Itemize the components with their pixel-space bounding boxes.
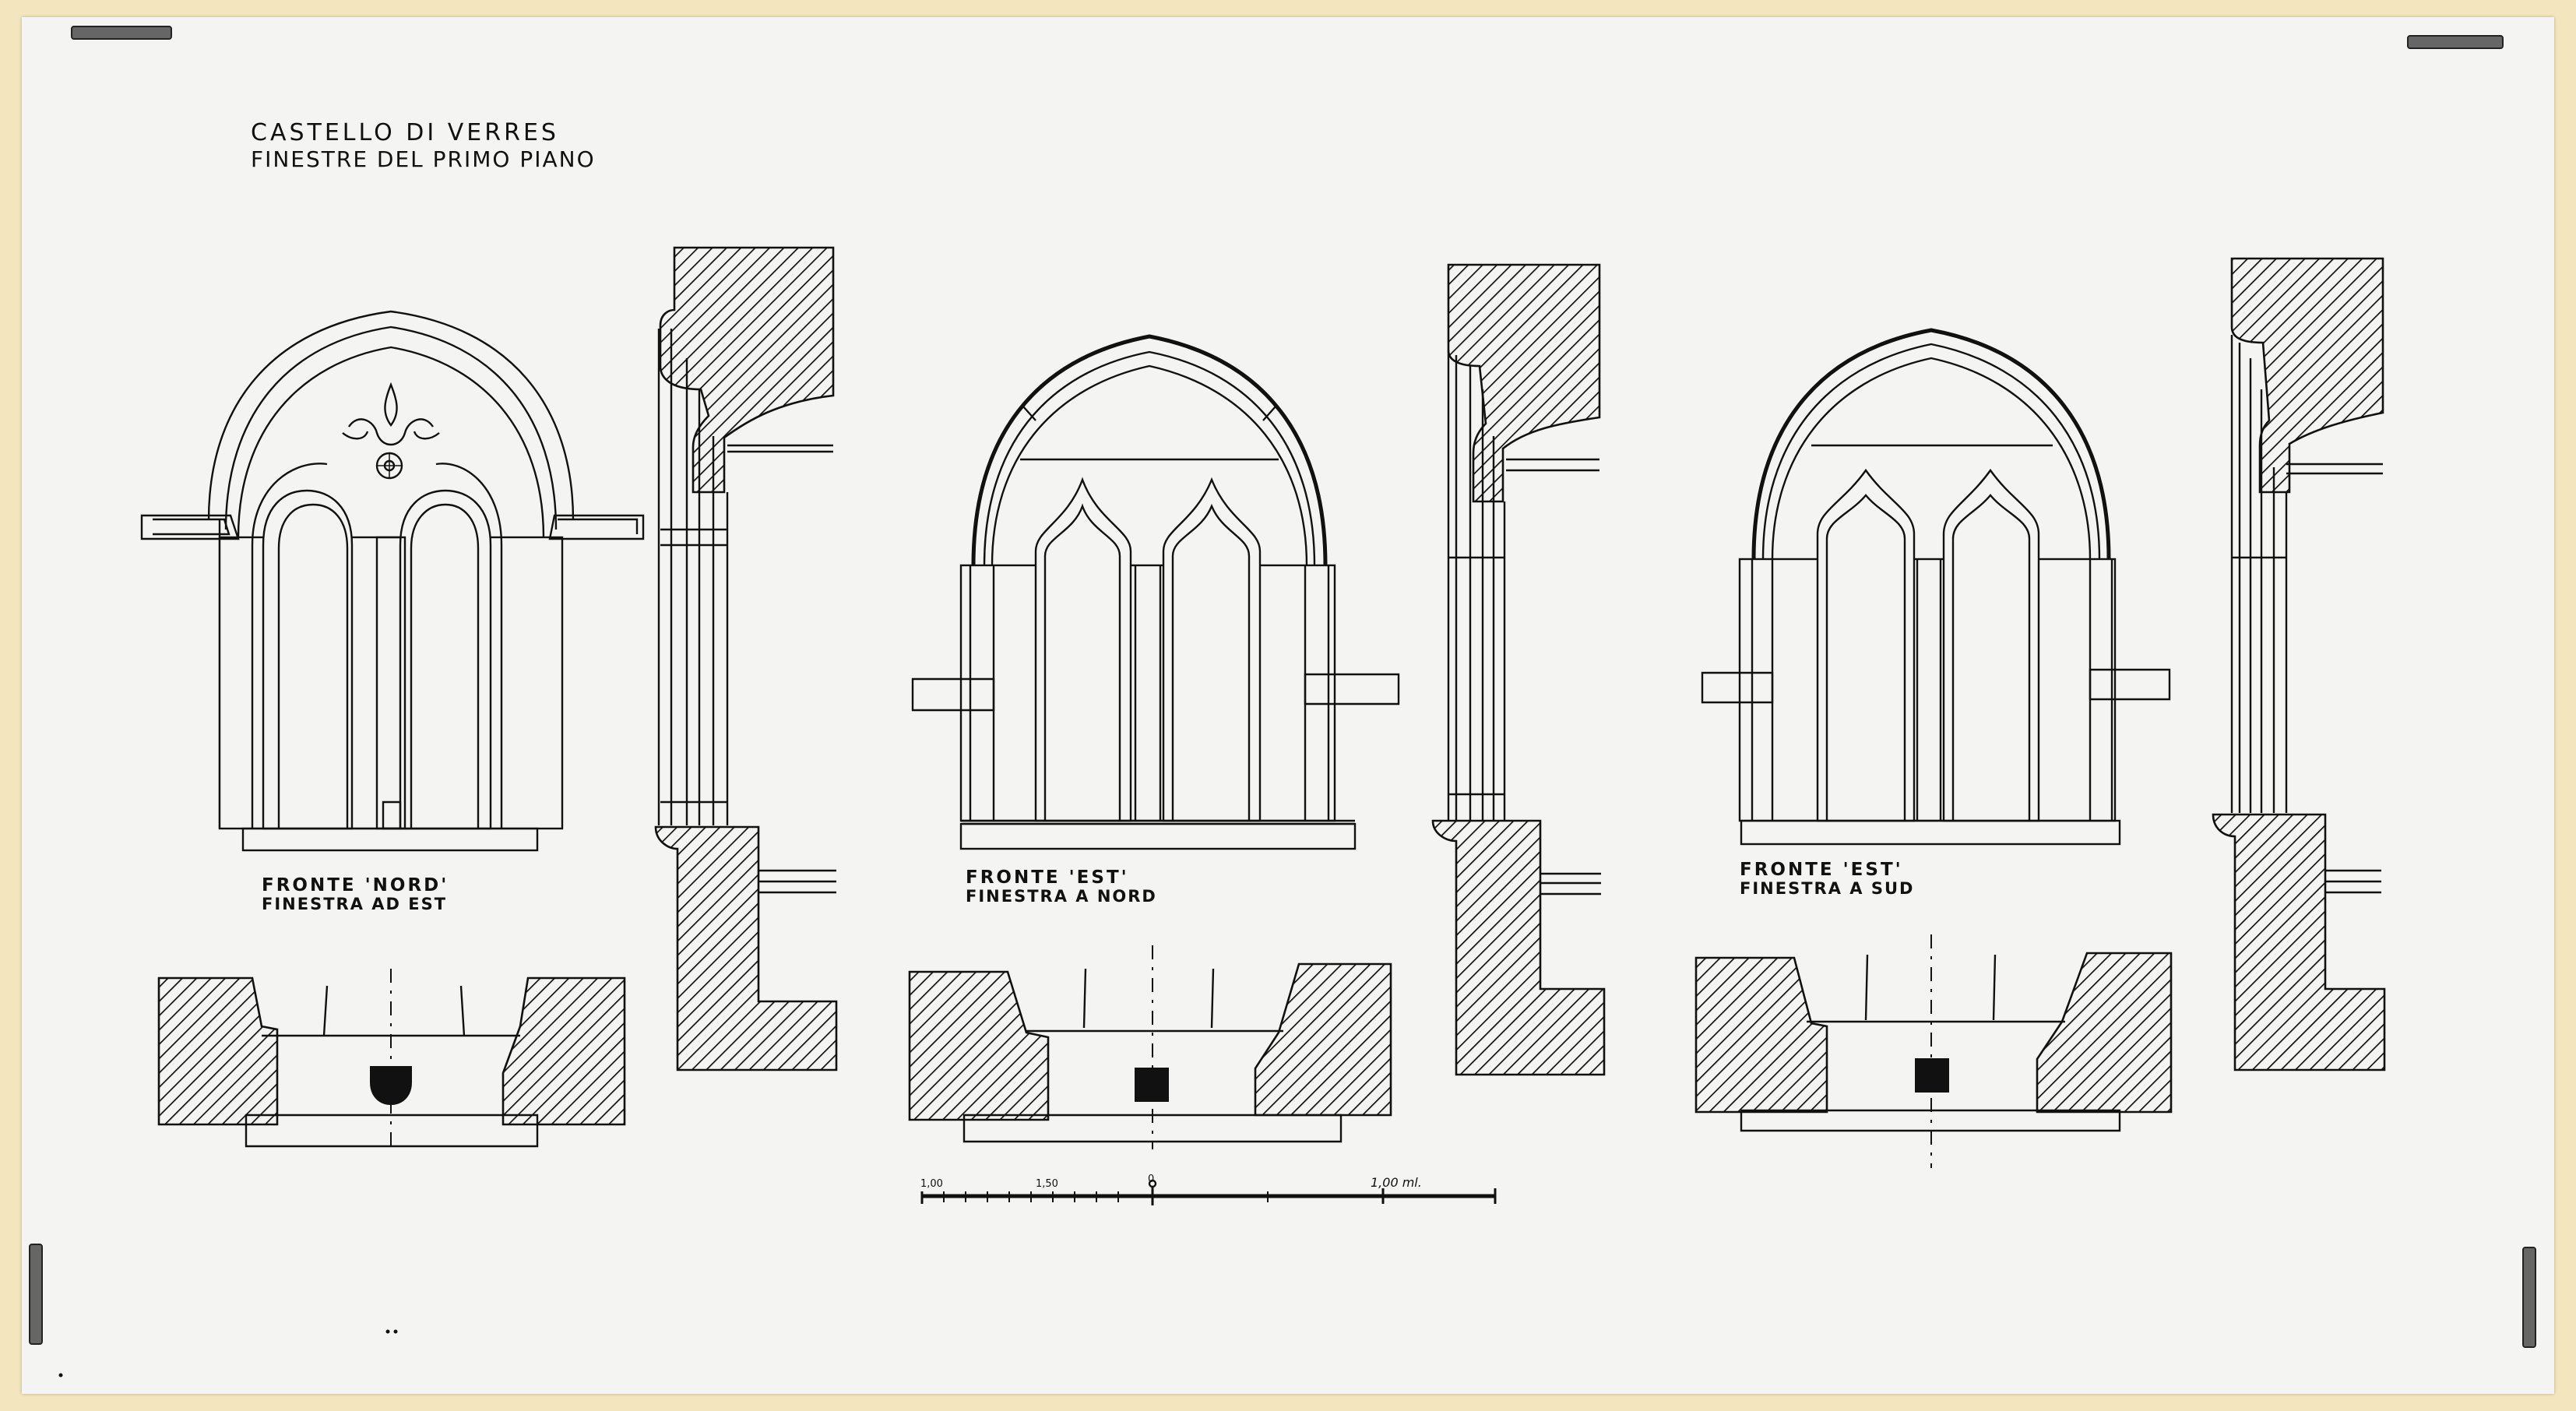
section-2 [1431,263,1606,1076]
window-2-label-line1: FRONTE 'EST' [966,867,1129,888]
title-line1: CASTELLO DI VERRES [251,119,559,146]
scale-label-2: 1,50 [1036,1178,1058,1190]
window-1-elevation [140,310,645,852]
scale-bar-icon [920,1179,1497,1205]
window-2-elevation [911,334,1400,850]
window-3-label-line2: FINESTRA A SUD [1740,879,1914,898]
window-1-label-line2: FINESTRA AD EST [262,895,447,913]
scale-label-4: 1,00 ml. [1371,1175,1422,1190]
window-2-label-line2: FINESTRA A NORD [966,887,1157,906]
section-3 [2212,257,2386,1071]
window-3-label-line1: FRONTE 'EST' [1740,860,1903,880]
board-clip-icon [29,26,2536,1348]
title-line2: FINESTRE DEL PRIMO PIANO [251,146,596,172]
section-1 [654,246,838,1071]
fleur-de-lis-icon [342,382,440,446]
scale-label-3: 0 [1148,1173,1154,1185]
rosette-icon [375,452,403,480]
window-1-plan [157,969,626,1149]
scale-label-1: 1,00 [920,1178,943,1190]
window-1-label-line1: FRONTE 'NORD' [262,875,449,896]
window-3-elevation [1701,328,2171,846]
window-3-plan [1694,934,2173,1168]
window-2-plan [908,945,1392,1149]
